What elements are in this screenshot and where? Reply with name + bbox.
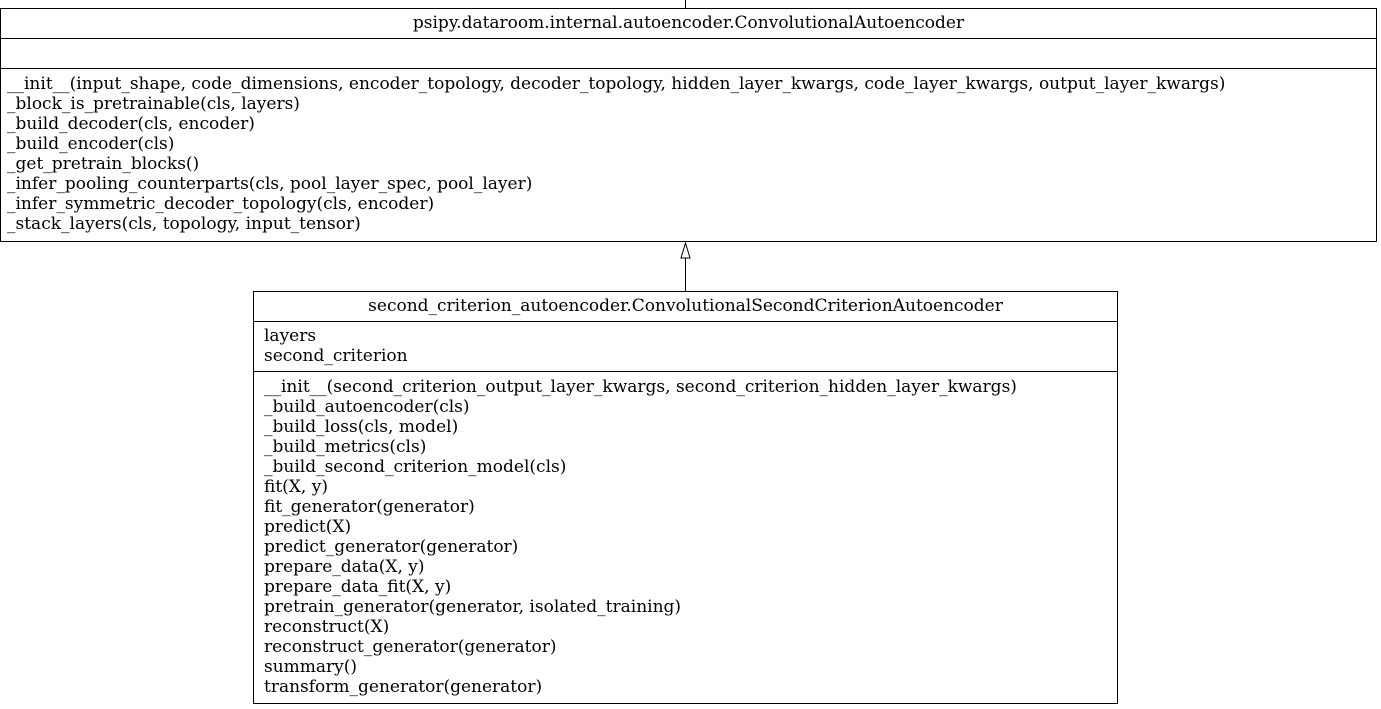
- method-item: _infer_pooling_counterparts(cls, pool_la…: [7, 174, 533, 194]
- attribute-item: second_criterion: [264, 346, 408, 366]
- method-item: _build_encoder(cls): [7, 134, 175, 154]
- method-item: predict_generator(generator): [264, 537, 519, 557]
- class-name: second_criterion_autoencoder.Convolution…: [254, 292, 1117, 322]
- method-item: _get_pretrain_blocks(): [7, 154, 200, 174]
- class-methods: __init__(second_criterion_output_layer_k…: [254, 372, 1117, 697]
- method-item: _build_autoencoder(cls): [264, 397, 470, 417]
- method-item: prepare_data(X, y): [264, 557, 425, 577]
- method-item: __init__(second_criterion_output_layer_k…: [264, 377, 1017, 397]
- method-item: reconstruct_generator(generator): [264, 637, 557, 657]
- method-item: prepare_data_fit(X, y): [264, 577, 452, 597]
- method-item: fit(X, y): [264, 477, 328, 497]
- method-item: _build_decoder(cls, encoder): [7, 114, 255, 134]
- method-item: transform_generator(generator): [264, 677, 543, 697]
- class-attributes: [1, 39, 1376, 69]
- method-item: summary(): [264, 657, 358, 677]
- method-item: _stack_layers(cls, topology, input_tenso…: [7, 214, 361, 234]
- method-item: pretrain_generator(generator, isolated_t…: [264, 597, 682, 617]
- method-item: reconstruct(X): [264, 617, 390, 637]
- method-item: __init__(input_shape, code_dimensions, e…: [7, 74, 1226, 94]
- method-item: predict(X): [264, 517, 352, 537]
- class-attributes: layers second_criterion: [254, 322, 1117, 372]
- method-item: _build_metrics(cls): [264, 437, 427, 457]
- attribute-item: layers: [264, 326, 317, 346]
- class-box-convolutional-autoencoder[interactable]: psipy.dataroom.internal.autoencoder.Conv…: [0, 8, 1377, 242]
- method-item: _build_loss(cls, model): [264, 417, 459, 437]
- method-item: _build_second_criterion_model(cls): [264, 457, 567, 477]
- inheritance-arrowhead: [680, 241, 691, 259]
- method-item: _infer_symmetric_decoder_topology(cls, e…: [7, 194, 435, 214]
- method-item: _block_is_pretrainable(cls, layers): [7, 94, 300, 114]
- class-name: psipy.dataroom.internal.autoencoder.Conv…: [1, 9, 1376, 39]
- method-item: fit_generator(generator): [264, 497, 475, 517]
- class-box-convolutional-second-criterion-autoencoder[interactable]: second_criterion_autoencoder.Convolution…: [253, 291, 1118, 704]
- class-methods: __init__(input_shape, code_dimensions, e…: [1, 69, 1376, 234]
